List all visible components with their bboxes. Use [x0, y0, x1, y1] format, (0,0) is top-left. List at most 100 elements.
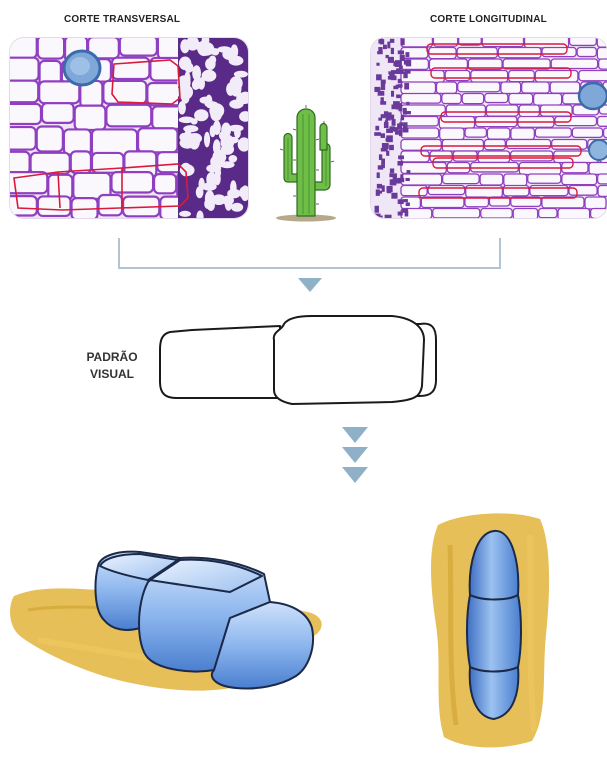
dense-cell — [406, 202, 410, 206]
dense-cell — [390, 168, 394, 172]
dense-cell — [209, 48, 217, 55]
dense-cell — [390, 39, 394, 43]
cell — [484, 140, 505, 150]
cell — [535, 128, 571, 137]
dense-cell — [396, 94, 400, 98]
cell — [509, 71, 535, 82]
cell — [458, 82, 500, 92]
dense-cell — [376, 88, 380, 92]
dense-cell — [374, 132, 381, 136]
cell — [442, 140, 483, 152]
cell — [433, 209, 480, 218]
horizontal-cell-illustration — [8, 520, 328, 710]
triangle-down-arrow — [342, 427, 368, 443]
triangle-down-arrow — [298, 278, 322, 292]
cell — [72, 198, 98, 218]
dense-cell — [209, 55, 216, 64]
dense-cell — [391, 91, 394, 97]
dense-cell — [376, 63, 379, 66]
cell — [401, 197, 420, 209]
vessel-cell — [579, 83, 607, 109]
dense-cell — [398, 199, 404, 204]
cell — [598, 174, 607, 184]
dense-cell — [205, 95, 212, 109]
dense-cell — [399, 129, 403, 136]
dense-cell — [388, 57, 394, 63]
dense-cell — [380, 101, 386, 105]
dense-cell — [406, 102, 409, 105]
cell — [597, 38, 607, 47]
dense-cell — [387, 42, 390, 49]
cell — [534, 94, 562, 106]
dense-cell — [385, 215, 392, 218]
dense-cell — [377, 191, 382, 194]
dense-cell — [375, 214, 379, 218]
cell — [598, 186, 607, 197]
dense-cell — [400, 55, 405, 61]
cell — [572, 128, 602, 137]
dense-cell — [386, 116, 391, 120]
dense-cell — [386, 151, 389, 156]
cell — [99, 195, 123, 215]
cell — [37, 127, 63, 152]
cell — [485, 94, 508, 103]
heading-cross-section: CORTE TRANSVERSAL — [64, 14, 180, 25]
dense-cell — [375, 126, 379, 131]
cell — [445, 71, 470, 81]
cell — [111, 172, 153, 192]
cell — [38, 196, 71, 216]
cell — [558, 209, 590, 219]
cell — [103, 81, 146, 104]
dense-cell — [377, 184, 382, 189]
dense-cell — [381, 159, 385, 165]
cell — [585, 197, 606, 209]
dense-cell — [384, 122, 389, 128]
dense-cell — [403, 72, 407, 79]
cell — [10, 196, 37, 215]
dense-cell — [231, 203, 243, 212]
dense-cell — [210, 108, 222, 121]
dense-cell — [393, 61, 400, 66]
dense-cell — [381, 83, 385, 90]
cell — [551, 59, 597, 69]
cell — [440, 128, 464, 140]
dense-cell — [382, 185, 385, 192]
cell — [429, 48, 456, 59]
dense-cell — [403, 108, 407, 113]
cell — [471, 71, 508, 83]
dense-cell — [229, 56, 244, 66]
cell — [480, 174, 503, 185]
cell — [498, 48, 541, 58]
dense-cell — [376, 74, 382, 80]
dense-cell — [391, 193, 397, 199]
dense-cell — [192, 80, 200, 90]
heading-longitudinal-section: CORTE LONGITUDINAL — [430, 14, 547, 25]
cell — [599, 59, 607, 69]
dense-cell — [407, 170, 411, 174]
dense-cell — [181, 91, 189, 103]
dense-cell — [204, 132, 210, 148]
cell — [528, 174, 561, 183]
dense-cell — [395, 178, 400, 181]
cell — [589, 163, 607, 175]
dense-cell — [210, 125, 216, 137]
cell — [539, 209, 557, 218]
dense-cell — [381, 97, 384, 101]
vertical-cell-illustration — [420, 505, 570, 755]
vessel-cell — [589, 140, 607, 160]
cell — [511, 128, 534, 140]
cell — [112, 58, 149, 79]
dense-cell — [199, 178, 205, 191]
cell — [429, 59, 467, 70]
cell — [577, 48, 596, 57]
cactus-icon — [272, 100, 340, 222]
cell — [504, 174, 527, 186]
cell — [466, 186, 503, 198]
cell — [31, 153, 70, 174]
cell — [540, 105, 572, 116]
dense-cell — [217, 46, 231, 52]
dense-cell — [184, 63, 193, 73]
cell — [10, 104, 41, 124]
cell — [579, 71, 607, 81]
triple-arrow — [338, 425, 372, 493]
